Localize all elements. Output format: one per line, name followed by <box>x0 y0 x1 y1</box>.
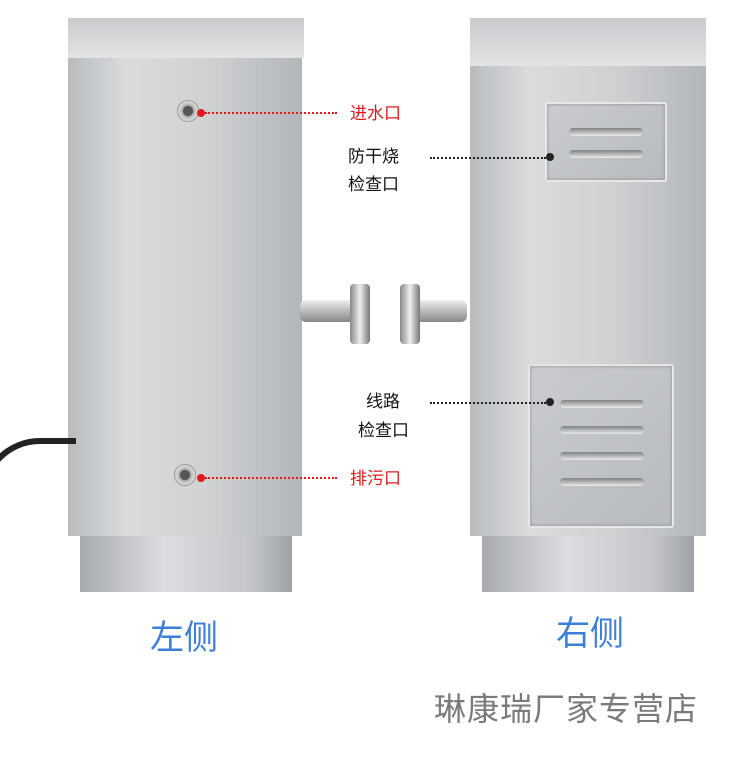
drain-port <box>174 464 196 486</box>
right-side-caption: 右侧 <box>556 614 624 654</box>
wiring-leader <box>430 402 546 404</box>
left-faucet-spout <box>350 284 370 344</box>
vent-slot <box>560 452 644 460</box>
drain-label: 排污口 <box>350 469 401 489</box>
wiring-label-line2: 检查口 <box>358 421 409 441</box>
vent-slot <box>560 426 644 434</box>
vent-slot <box>569 128 643 136</box>
wiring-label-line1: 线路 <box>366 392 400 412</box>
vent-slot <box>569 150 643 158</box>
wiring-marker <box>546 398 554 406</box>
inlet-label: 进水口 <box>350 104 401 124</box>
wiring-inspection-panel <box>528 364 674 528</box>
left-side-caption: 左侧 <box>150 618 218 658</box>
inlet-port <box>177 100 199 122</box>
left-base <box>80 536 292 592</box>
inlet-marker <box>197 109 205 117</box>
drain-marker <box>197 474 205 482</box>
dry-burn-inspection-panel <box>545 102 667 182</box>
left-faucet <box>300 300 360 322</box>
dry-burn-label-line2: 检查口 <box>348 175 399 195</box>
vent-slot <box>560 478 644 486</box>
dry-burn-leader <box>430 157 546 159</box>
power-cable <box>0 438 76 544</box>
left-body <box>68 58 302 536</box>
left-lid <box>68 18 304 58</box>
right-faucet <box>405 300 467 322</box>
drain-leader <box>205 477 337 479</box>
inlet-leader <box>205 112 337 114</box>
right-faucet-spout <box>400 284 420 344</box>
right-base <box>482 536 694 592</box>
store-watermark: 琳康瑞厂家专营店 <box>434 690 699 728</box>
dry-burn-label-line1: 防干烧 <box>348 147 399 167</box>
vent-slot <box>560 400 644 408</box>
dry-burn-marker <box>546 153 554 161</box>
right-lid <box>470 18 706 66</box>
